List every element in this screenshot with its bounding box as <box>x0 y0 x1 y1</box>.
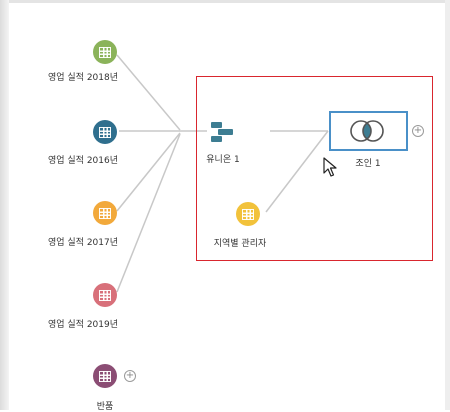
canvas-top-border <box>0 0 450 3</box>
table-icon <box>242 208 254 220</box>
venn-join-icon <box>350 120 384 142</box>
canvas-right-border <box>445 0 450 410</box>
table-icon <box>99 46 111 58</box>
connector-2018-union <box>116 54 181 131</box>
connector-manager-join <box>265 130 329 213</box>
input-circle-2018[interactable] <box>93 40 117 64</box>
input-circle-2016[interactable] <box>93 120 117 144</box>
input-label-2019: 영업 실적 2019년 <box>47 320 119 330</box>
region-manager-circle[interactable] <box>236 202 260 226</box>
input-label-2018: 영업 실적 2018년 <box>47 73 119 83</box>
selection-rectangle <box>196 76 433 261</box>
region-manager-label: 지역별 관리자 <box>213 239 267 249</box>
input-label-returns: 반품 <box>96 402 114 412</box>
table-icon <box>99 126 111 138</box>
connector-2019-union <box>116 133 181 293</box>
union-label: 유니온 1 <box>206 155 240 165</box>
input-circle-2017[interactable] <box>93 201 117 225</box>
input-label-2017: 영업 실적 2017년 <box>47 238 119 248</box>
connector-2017-union <box>116 132 181 212</box>
table-icon <box>99 370 111 382</box>
input-label-2016: 영업 실적 2016년 <box>47 156 119 166</box>
join-label: 조인 1 <box>355 159 381 169</box>
add-step-join-button[interactable]: + <box>412 125 424 137</box>
input-circle-2019[interactable] <box>93 283 117 307</box>
canvas-left-border <box>0 0 9 410</box>
table-icon <box>99 207 111 219</box>
union-icon <box>211 122 233 142</box>
input-circle-returns[interactable] <box>93 364 117 388</box>
table-icon <box>99 289 111 301</box>
mouse-cursor-icon <box>323 157 337 177</box>
add-step-returns-button[interactable]: + <box>124 370 136 382</box>
